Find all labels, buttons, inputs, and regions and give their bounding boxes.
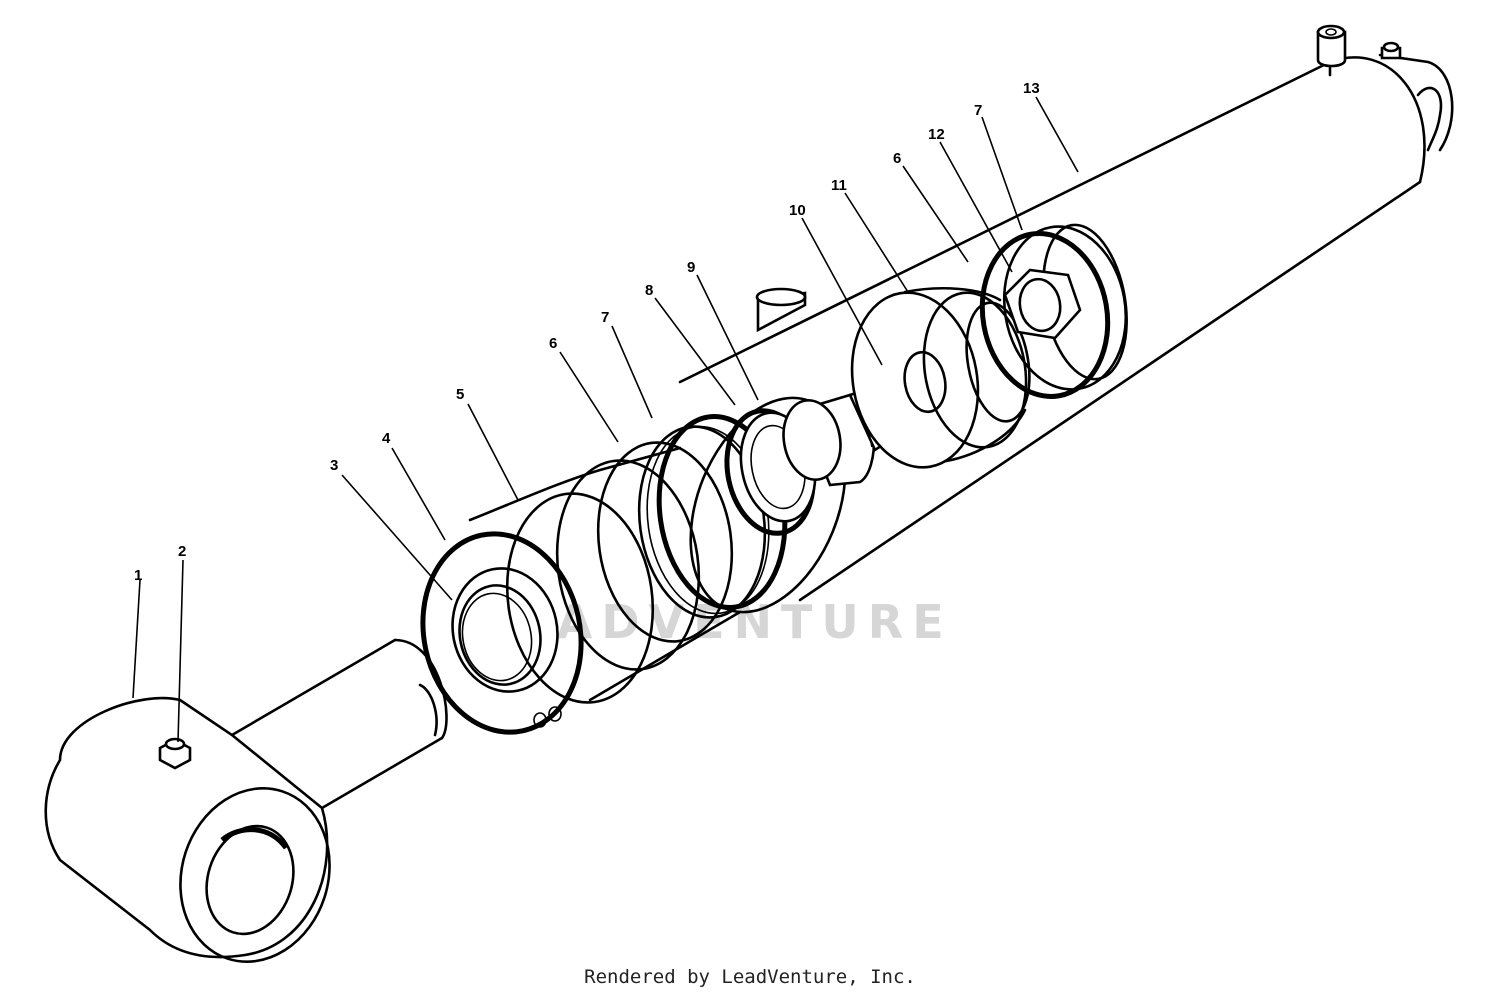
callout-9: 9 <box>687 259 695 276</box>
part-11-piston <box>850 287 1031 469</box>
callout-3: 3 <box>330 457 338 474</box>
callout-4: 4 <box>382 430 391 447</box>
part-5-gland <box>468 425 767 704</box>
callout-1: 1 <box>134 567 142 584</box>
callout-labels: 1 2 3 4 5 6 7 8 9 10 11 6 12 7 13 <box>134 80 1040 584</box>
footer-credit: Rendered by LeadVenture, Inc. <box>584 966 916 988</box>
callout-6b: 6 <box>893 150 901 167</box>
callout-8: 8 <box>645 282 653 299</box>
callout-5: 5 <box>456 386 464 403</box>
callout-7: 7 <box>601 309 609 326</box>
callout-leaders <box>132 96 1079 743</box>
callout-10: 10 <box>789 202 806 219</box>
part-2-grease-fitting <box>158 737 192 770</box>
part-3-wiper-seal <box>451 567 559 693</box>
part-4-snap-ring <box>420 531 584 735</box>
part-13-cylinder-barrel <box>678 24 1454 614</box>
callout-6: 6 <box>549 335 557 352</box>
callout-7b: 7 <box>974 102 982 119</box>
callout-2: 2 <box>178 543 186 560</box>
part-6-12-7-piston-seals-nut <box>979 223 1128 399</box>
callout-12: 12 <box>928 126 945 143</box>
callout-13: 13 <box>1023 80 1040 97</box>
part-1-rod-end-clevis <box>44 638 448 963</box>
callout-11: 11 <box>831 177 847 194</box>
